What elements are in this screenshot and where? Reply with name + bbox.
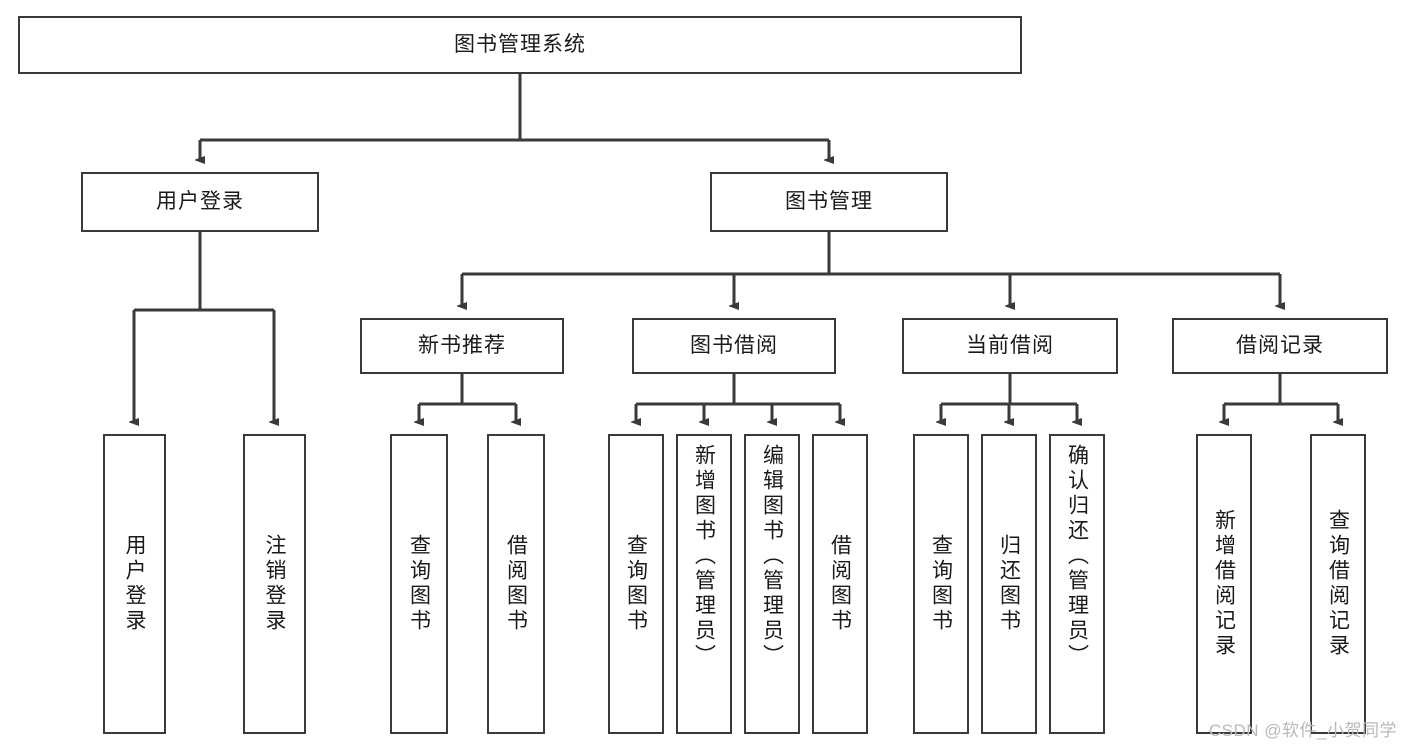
node-leaf-edit-book-label: 编辑图书（管理员） — [760, 444, 784, 669]
node-new-book-recommend[interactable]: 新书推荐 — [360, 318, 564, 374]
node-leaf-borrow-book-1[interactable]: 借阅图书 — [487, 434, 545, 734]
node-leaf-confirm-return[interactable]: 确认归还（管理员） — [1049, 434, 1105, 734]
node-leaf-edit-book[interactable]: 编辑图书（管理员） — [744, 434, 800, 734]
node-book-manage[interactable]: 图书管理 — [710, 172, 948, 232]
node-leaf-query-book-3[interactable]: 查询图书 — [913, 434, 969, 734]
node-user-login[interactable]: 用户登录 — [81, 172, 319, 232]
node-new-book-recommend-label: 新书推荐 — [418, 333, 506, 357]
node-leaf-query-book-3-label: 查询图书 — [929, 534, 953, 634]
node-leaf-user-login[interactable]: 用户登录 — [103, 434, 166, 734]
node-leaf-borrow-book-1-label: 借阅图书 — [504, 534, 528, 634]
node-book-borrow-label: 图书借阅 — [690, 333, 778, 357]
node-book-manage-label: 图书管理 — [785, 189, 873, 213]
node-leaf-user-logout-label: 注销登录 — [263, 534, 286, 634]
node-borrow-record-label: 借阅记录 — [1236, 333, 1324, 357]
node-root[interactable]: 图书管理系统 — [18, 16, 1022, 74]
node-leaf-borrow-book-2-label: 借阅图书 — [828, 534, 852, 634]
node-borrow-record[interactable]: 借阅记录 — [1172, 318, 1388, 374]
node-leaf-return-book-label: 归还图书 — [997, 534, 1021, 634]
node-leaf-add-book-label: 新增图书（管理员） — [692, 444, 716, 669]
node-user-login-label: 用户登录 — [156, 189, 244, 213]
watermark-text: CSDN @软件_小贺同学 — [1208, 721, 1397, 740]
node-leaf-add-record[interactable]: 新增借阅记录 — [1196, 434, 1252, 734]
node-book-borrow[interactable]: 图书借阅 — [632, 318, 836, 374]
node-leaf-query-book-1[interactable]: 查询图书 — [390, 434, 448, 734]
node-leaf-query-book-2-label: 查询图书 — [624, 534, 648, 634]
node-leaf-query-record-label: 查询借阅记录 — [1326, 509, 1350, 659]
node-leaf-return-book[interactable]: 归还图书 — [981, 434, 1037, 734]
node-leaf-query-record[interactable]: 查询借阅记录 — [1310, 434, 1366, 734]
node-leaf-confirm-return-label: 确认归还（管理员） — [1065, 444, 1089, 669]
node-leaf-query-book-1-label: 查询图书 — [407, 534, 431, 634]
node-current-borrow[interactable]: 当前借阅 — [902, 318, 1118, 374]
node-current-borrow-label: 当前借阅 — [966, 333, 1054, 357]
node-leaf-user-login-label: 用户登录 — [123, 534, 146, 634]
node-root-label: 图书管理系统 — [454, 32, 586, 56]
node-leaf-add-record-label: 新增借阅记录 — [1212, 509, 1236, 659]
node-leaf-add-book[interactable]: 新增图书（管理员） — [676, 434, 732, 734]
node-leaf-query-book-2[interactable]: 查询图书 — [608, 434, 664, 734]
node-leaf-user-logout[interactable]: 注销登录 — [243, 434, 306, 734]
node-leaf-borrow-book-2[interactable]: 借阅图书 — [812, 434, 868, 734]
